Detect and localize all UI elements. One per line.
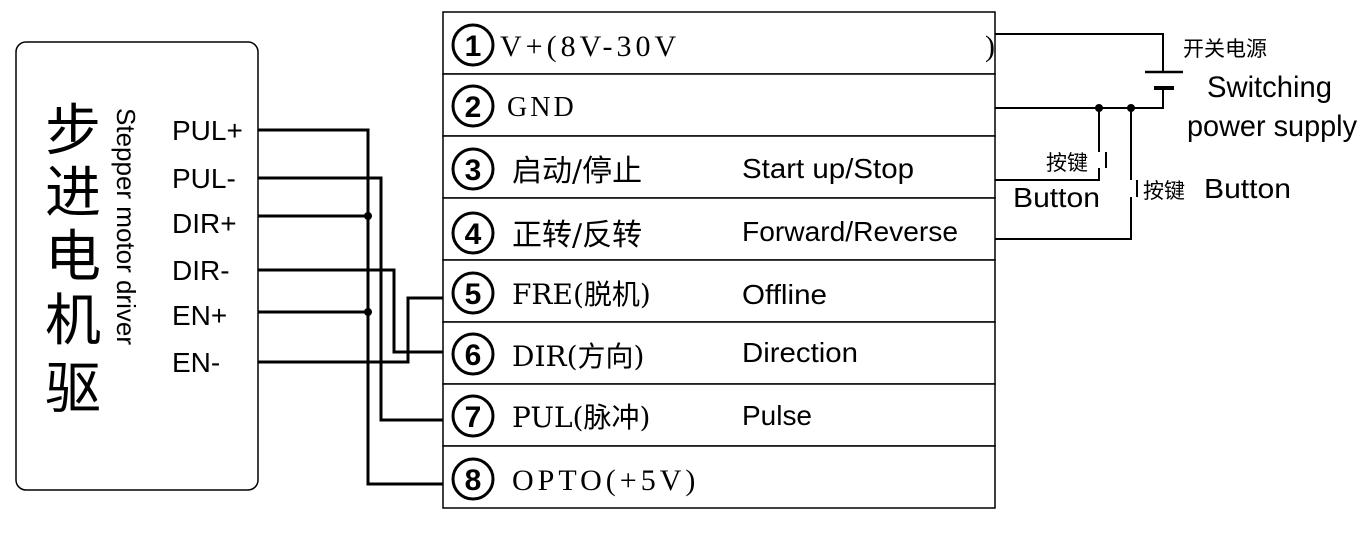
terminal-label-2: GND xyxy=(507,92,577,123)
pin-label-en-minus: EN- xyxy=(172,347,220,378)
terminal-label-1: V+(8V-30V xyxy=(500,30,680,63)
wire-en-minus xyxy=(258,296,443,364)
terminal-number-3: 3 xyxy=(465,154,482,187)
wire-gnd-power xyxy=(995,88,1164,109)
terminal-desc-6: Direction xyxy=(742,337,858,368)
pin-label-pul-minus: PUL- xyxy=(172,163,236,194)
power-label-cn: 开关电源 xyxy=(1183,37,1267,61)
driver-box xyxy=(15,41,259,491)
terminal-label-5: FRE(脱机) xyxy=(512,278,651,311)
terminal-label-7: PUL(脉冲) xyxy=(512,401,650,434)
driver-title-char-5: 驱 xyxy=(45,357,101,422)
terminal-number-circle-3 xyxy=(451,147,495,191)
terminal-number-circle-6 xyxy=(451,332,495,376)
terminal-row-7 xyxy=(442,383,996,447)
terminal-number-circle-7 xyxy=(451,394,495,438)
pin-label-dir-minus: DIR- xyxy=(172,255,230,286)
wire-pul-plus xyxy=(258,128,443,486)
button2-label-cn: 按键 xyxy=(1143,179,1185,203)
power-label-en-2: power supply xyxy=(1187,110,1357,143)
driver-wires xyxy=(258,128,443,486)
terminal-numbers xyxy=(451,23,495,501)
pin-label-dir-plus: DIR+ xyxy=(172,208,237,239)
terminal-row-4 xyxy=(442,197,996,261)
terminal-label-6: DIR(方向) xyxy=(512,340,644,373)
terminal-row-3 xyxy=(442,135,996,199)
terminal-label-3: 启动/停止 xyxy=(512,154,642,189)
terminal-number-circle-8 xyxy=(451,457,495,501)
terminal-number-circle-4 xyxy=(451,211,495,255)
terminal-number-1: 1 xyxy=(465,30,482,63)
button1-label-cn: 按键 xyxy=(1046,151,1088,175)
terminal-number-texts: 1 2 3 4 5 6 7 8 xyxy=(465,30,482,497)
terminal-desc-4: Forward/Reverse xyxy=(742,216,958,247)
terminal-desc-7: Pulse xyxy=(742,400,812,431)
terminal-number-circle-1 xyxy=(451,23,495,67)
terminal-row-5 xyxy=(442,259,996,323)
power-label-en-1: Switching xyxy=(1207,71,1332,104)
terminal-number-5: 5 xyxy=(465,278,482,311)
terminal-labels: V+(8V-30V ) GND 启动/停止 正转/反转 FRE(脱机) DIR(… xyxy=(500,30,995,497)
junction-en-plus xyxy=(364,308,372,316)
driver-pin-labels: PUL+ PUL- DIR+ DIR- EN+ EN- xyxy=(172,115,243,378)
wire-dir-minus xyxy=(258,268,443,354)
power-wiring xyxy=(995,33,1183,112)
button2-label-en: Button xyxy=(1204,173,1291,204)
terminal-label-8: OPTO(+5V) xyxy=(512,464,699,497)
terminal-number-8: 8 xyxy=(465,464,482,497)
terminal-label-1-close: ) xyxy=(985,30,995,63)
pin-label-pul-plus: PUL+ xyxy=(172,115,243,146)
pin-label-en-plus: EN+ xyxy=(172,300,227,331)
terminal-row-8 xyxy=(442,445,996,509)
terminal-label-4: 正转/反转 xyxy=(512,218,642,253)
terminal-number-circle-2 xyxy=(451,84,495,128)
button2-circuit: 按键 Button xyxy=(995,108,1291,240)
driver-title-cn: 步 进 电 机 驱 xyxy=(45,99,101,422)
terminal-descriptions: Start up/Stop Forward/Reverse Offline Di… xyxy=(742,153,958,431)
terminal-number-4: 4 xyxy=(465,218,482,251)
button1-circuit: 按键 Button xyxy=(995,108,1107,213)
terminal-number-7: 7 xyxy=(465,401,482,434)
button1-label-en: Button xyxy=(1013,182,1100,213)
junction-dir-plus xyxy=(364,212,372,220)
wire-pul-minus xyxy=(258,176,443,422)
terminal-desc-5: Offline xyxy=(742,279,827,310)
terminal-number-6: 6 xyxy=(465,339,482,372)
terminal-block xyxy=(442,11,996,509)
terminal-desc-3: Start up/Stop xyxy=(742,153,914,184)
driver-title-char-1: 步 xyxy=(45,99,101,164)
terminal-row-2 xyxy=(442,73,996,137)
terminal-number-circle-5 xyxy=(451,271,495,315)
driver-title-char-4: 机 xyxy=(45,289,101,354)
driver-title-en: Stepper motor driver xyxy=(111,108,141,345)
wire-vplus-power xyxy=(995,33,1164,72)
wire-fwd-rev xyxy=(995,197,1132,240)
terminal-row-1 xyxy=(442,11,996,75)
wire-start-stop xyxy=(995,168,1100,181)
driver-title-char-2: 进 xyxy=(45,161,101,226)
driver-title-char-3: 电 xyxy=(45,225,101,290)
terminal-number-2: 2 xyxy=(465,91,482,124)
